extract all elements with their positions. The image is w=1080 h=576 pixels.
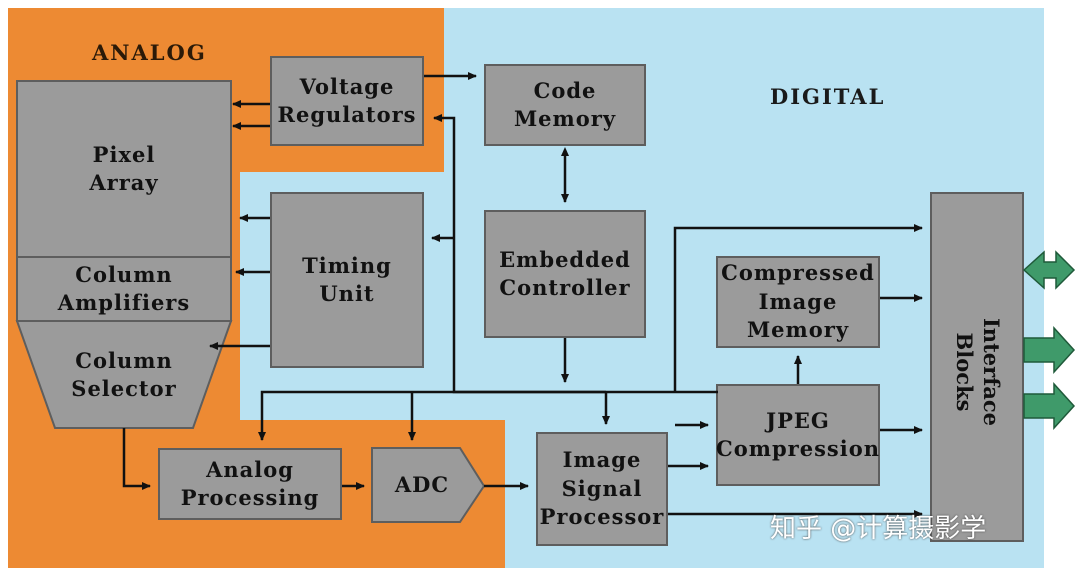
code-memory-block: Code Memory [484,64,646,146]
watermark: 知乎 @计算摄影学 [770,514,987,544]
embedded-controller-block: Embedded Controller [484,210,646,338]
analog-processing-block: Analog Processing [158,448,342,520]
digital-label: DIGITAL [770,84,886,109]
voltage-regulators-block: Voltage Regulators [270,56,424,146]
image-signal-processor-block: Image Signal Processor [536,432,668,546]
compressed-image-memory-block: Compressed Image Memory [716,256,880,348]
column-amplifiers-block: Column Amplifiers [16,256,232,322]
jpeg-compression-block: JPEG Compression [716,384,880,486]
timing-unit-block: Timing Unit [270,192,424,368]
column-selector-block: Column Selector [71,347,177,401]
interface-blocks-block [930,192,1024,542]
io-arrows [1022,250,1076,430]
adc-block: ADC [394,471,450,497]
analog-label: ANALOG [92,40,207,65]
